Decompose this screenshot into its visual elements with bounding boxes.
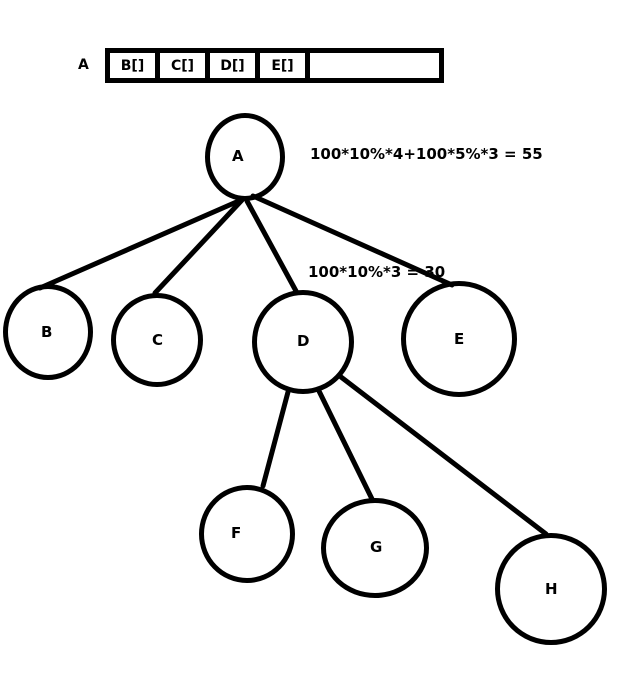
- tree-node-label-b: B: [41, 323, 53, 341]
- annotation-root-formula: 100*10%*4+100*5%*3 = 55: [310, 145, 543, 163]
- tree-edge-a-d: [244, 198, 299, 294]
- tree-edge-d-f: [260, 389, 291, 489]
- tree-node-c: [111, 293, 203, 387]
- tree-node-label-c: C: [152, 331, 164, 349]
- array-box: B[] C[] D[] E[]: [105, 48, 444, 83]
- tree-node-g: [321, 498, 429, 598]
- tree-node-a: [205, 113, 285, 201]
- tree-node-label-g: G: [370, 538, 383, 556]
- tree-node-d: [252, 290, 354, 394]
- tree-node-h: [495, 533, 607, 645]
- tree-node-e: [401, 281, 517, 397]
- array-cell-empty: [310, 53, 439, 78]
- tree-edge-a-e: [250, 193, 455, 288]
- tree-edge-d-h: [338, 374, 549, 537]
- tree-edge-a-b: [37, 197, 244, 291]
- tree-node-label-d: D: [297, 332, 310, 350]
- tree-edge-d-g: [315, 386, 375, 502]
- annotation-d-formula: 100*10%*3 = 30: [308, 263, 446, 281]
- array-cell: C[]: [160, 53, 210, 78]
- tree-node-f: [199, 485, 295, 583]
- tree-node-label-a: A: [232, 147, 244, 165]
- tree-node-label-h: H: [545, 580, 558, 598]
- array-cell: B[]: [110, 53, 160, 78]
- array-row-label: A: [78, 57, 89, 73]
- tree-node-label-f: F: [231, 524, 242, 542]
- array-cell: E[]: [260, 53, 310, 78]
- tree-node-b: [3, 284, 93, 380]
- tree-edge-a-c: [152, 197, 245, 296]
- tree-node-label-e: E: [454, 330, 465, 348]
- array-cell: D[]: [210, 53, 260, 78]
